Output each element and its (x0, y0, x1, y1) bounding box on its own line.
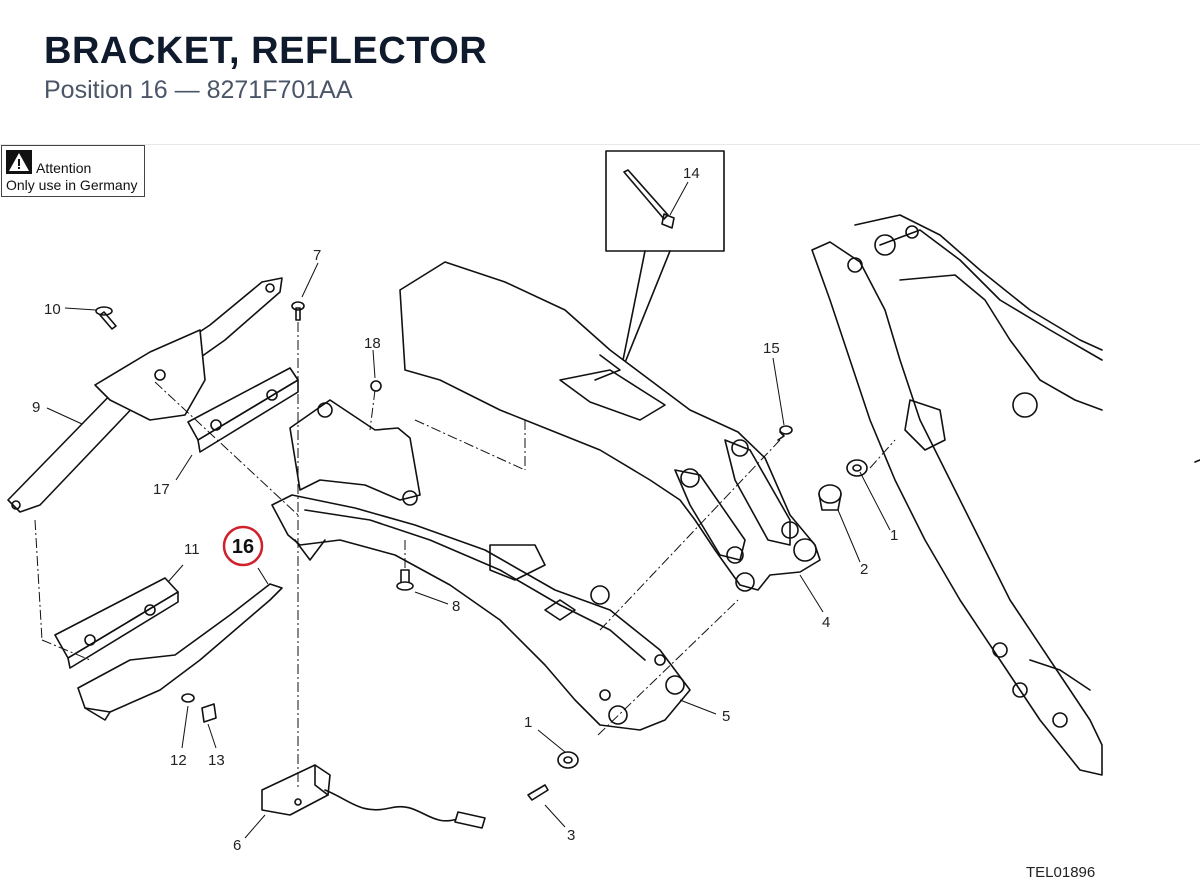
warning-icon (6, 150, 32, 174)
label-3: 3 (567, 827, 575, 844)
position-labels: 10 9 7 18 17 11 12 13 8 14 15 1 2 4 5 1 … (32, 165, 898, 854)
label-15: 15 (763, 340, 780, 357)
inset-box-part-14 (605, 150, 725, 376)
nut-part-13 (201, 703, 217, 723)
label-5: 5 (722, 708, 730, 725)
chassis-frame-part (811, 214, 1200, 776)
label-12: 12 (170, 752, 187, 769)
page-title: BRACKET, REFLECTOR (44, 30, 488, 72)
main-bracket-part-5 (271, 399, 691, 731)
page-subtitle: Position 16 — 8271F701AA (44, 76, 353, 104)
label-9: 9 (32, 399, 40, 416)
notice-text: Only use in Germany (6, 177, 138, 193)
label-4: 4 (822, 614, 830, 631)
label-18: 18 (364, 335, 381, 352)
highlight-callout-16: 16 (222, 525, 264, 567)
spacer-part-2 (818, 484, 842, 511)
nut-part-18 (370, 380, 382, 392)
highlight-position-label: 16 (232, 536, 254, 558)
light-unit-part-6 (261, 764, 486, 829)
screw-part-15 (777, 425, 793, 441)
label-2: 2 (860, 561, 868, 578)
label-10: 10 (44, 301, 61, 318)
drawing-reference: TEL01896 (1026, 864, 1096, 881)
grommet-part-1-upper (846, 459, 868, 477)
plate-holder-arm-part-9 (7, 277, 283, 513)
label-14: 14 (683, 165, 700, 182)
label-8: 8 (452, 598, 460, 615)
screw-part-8 (396, 569, 414, 591)
assembly-lines (34, 322, 896, 790)
label-7: 7 (313, 247, 321, 264)
label-17: 17 (153, 481, 170, 498)
bracket-reflector-part-16 (77, 583, 283, 721)
screw-part-7 (291, 301, 305, 321)
label-1-upper: 1 (890, 527, 898, 544)
reflector-part-11 (54, 577, 179, 669)
leader-lines (46, 181, 891, 839)
screw-part-3 (527, 784, 549, 801)
notice-heading: Attention (36, 160, 92, 176)
label-11: 11 (184, 541, 200, 558)
label-13: 13 (208, 752, 225, 769)
attention-notice: Attention Only use in Germany (1, 145, 145, 197)
label-6: 6 (233, 837, 241, 854)
highlight-ring (222, 525, 264, 567)
label-1-lower: 1 (524, 714, 532, 731)
screw-part-10 (95, 306, 117, 330)
grommet-part-1-lower (557, 751, 579, 769)
header-divider (0, 144, 1200, 145)
washer-part-12 (181, 693, 195, 703)
